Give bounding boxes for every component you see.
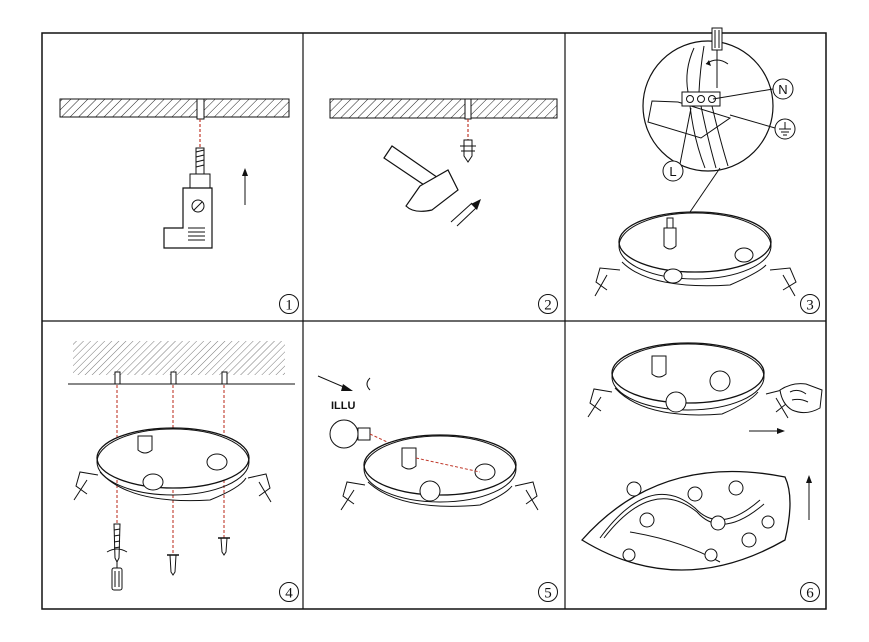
rotate-icon xyxy=(366,377,371,391)
up-arrow-icon xyxy=(806,475,812,520)
direction-arrow-icon xyxy=(317,375,353,391)
panel-step-1: 1 xyxy=(59,98,299,314)
step-number-badge xyxy=(538,294,558,314)
step-number-badge xyxy=(800,582,820,602)
wall-plugs xyxy=(114,371,228,385)
panel-step-4: 4 xyxy=(68,341,299,602)
wires xyxy=(686,45,729,169)
lamp-base-icon xyxy=(594,211,797,297)
screwdriver-icon xyxy=(705,27,729,88)
step-number: 3 xyxy=(806,298,814,314)
wall-plug-icon xyxy=(460,139,476,163)
panel-step-5: ILLU 5 xyxy=(317,375,558,602)
lamp-base-icon xyxy=(340,434,539,511)
step-number: 4 xyxy=(285,586,293,602)
live-label: L xyxy=(662,107,692,182)
ceiling xyxy=(59,98,290,118)
screwdriver-icon xyxy=(111,562,123,591)
step-number: 5 xyxy=(544,586,552,602)
step-number: 6 xyxy=(806,586,814,602)
hand-icon xyxy=(779,383,823,414)
drill-icon xyxy=(163,147,213,249)
neutral-label: N xyxy=(712,78,794,100)
hammer-icon xyxy=(383,145,459,212)
screw-icon xyxy=(167,554,179,576)
step-number-badge xyxy=(279,294,299,314)
step-number-badge xyxy=(800,294,820,314)
step-number: 2 xyxy=(544,298,552,314)
terminal-block-icon xyxy=(681,91,721,107)
glass-shade-icon xyxy=(580,470,791,571)
screw-icon xyxy=(218,537,230,556)
svg-text:L: L xyxy=(669,164,676,179)
up-arrow-icon xyxy=(242,168,248,205)
step-number: 1 xyxy=(285,298,293,314)
drill-hole xyxy=(196,98,205,120)
ceiling xyxy=(73,341,285,375)
ceiling xyxy=(329,98,558,119)
svg-text:N: N xyxy=(778,82,787,97)
panel-step-6: 6 xyxy=(580,342,823,602)
earth-icon xyxy=(729,114,796,140)
illu-note: ILLU xyxy=(331,400,355,412)
panel-step-2: 2 xyxy=(329,98,558,314)
screw-icon xyxy=(106,523,128,564)
lamp-base-icon xyxy=(73,427,272,503)
callout-line xyxy=(689,167,721,213)
lamp-base-icon xyxy=(587,342,789,419)
drill-hole xyxy=(464,98,472,120)
panel-step-3: N L 3 xyxy=(594,27,820,314)
step-number-badge xyxy=(279,582,299,602)
step-number-badge xyxy=(538,582,558,602)
direction-arrow-icon xyxy=(450,199,481,227)
right-arrow-icon xyxy=(749,428,785,434)
